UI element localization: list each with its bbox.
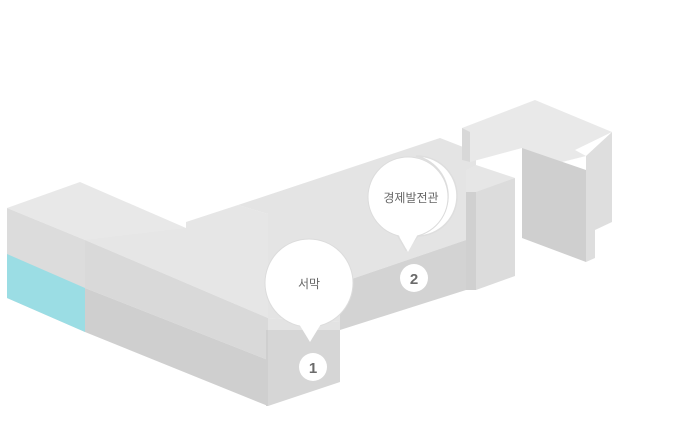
top-right-front	[522, 148, 586, 262]
marker-2-label: 경제발전관	[383, 191, 438, 205]
marker-1-label: 서막	[298, 277, 320, 291]
wing-front-upper	[85, 240, 268, 360]
left-block-top	[7, 182, 186, 240]
marker-1[interactable]: 서막 1	[264, 238, 354, 381]
marker-1-number: 1	[309, 360, 317, 377]
top-right-roof	[462, 100, 612, 165]
exhibit-zone-highlight[interactable]	[7, 254, 85, 332]
right-tower-front	[466, 188, 476, 290]
top-right-side	[586, 132, 612, 262]
marker-1-bubble-tail	[299, 324, 321, 342]
marker-2-bubble-tail	[398, 234, 418, 252]
wing-front-lower	[85, 288, 268, 406]
hall-1-side	[266, 330, 268, 406]
marker-1-badge[interactable]	[299, 353, 327, 381]
top-right-front-left	[462, 128, 470, 162]
right-tower-side	[476, 178, 515, 290]
marker-2-number: 2	[410, 271, 418, 288]
wing-top	[85, 205, 268, 318]
marker-2-badge[interactable]	[400, 264, 428, 292]
right-tower-top	[466, 165, 515, 192]
marker-2[interactable]: 경제발전관 2	[367, 155, 458, 292]
